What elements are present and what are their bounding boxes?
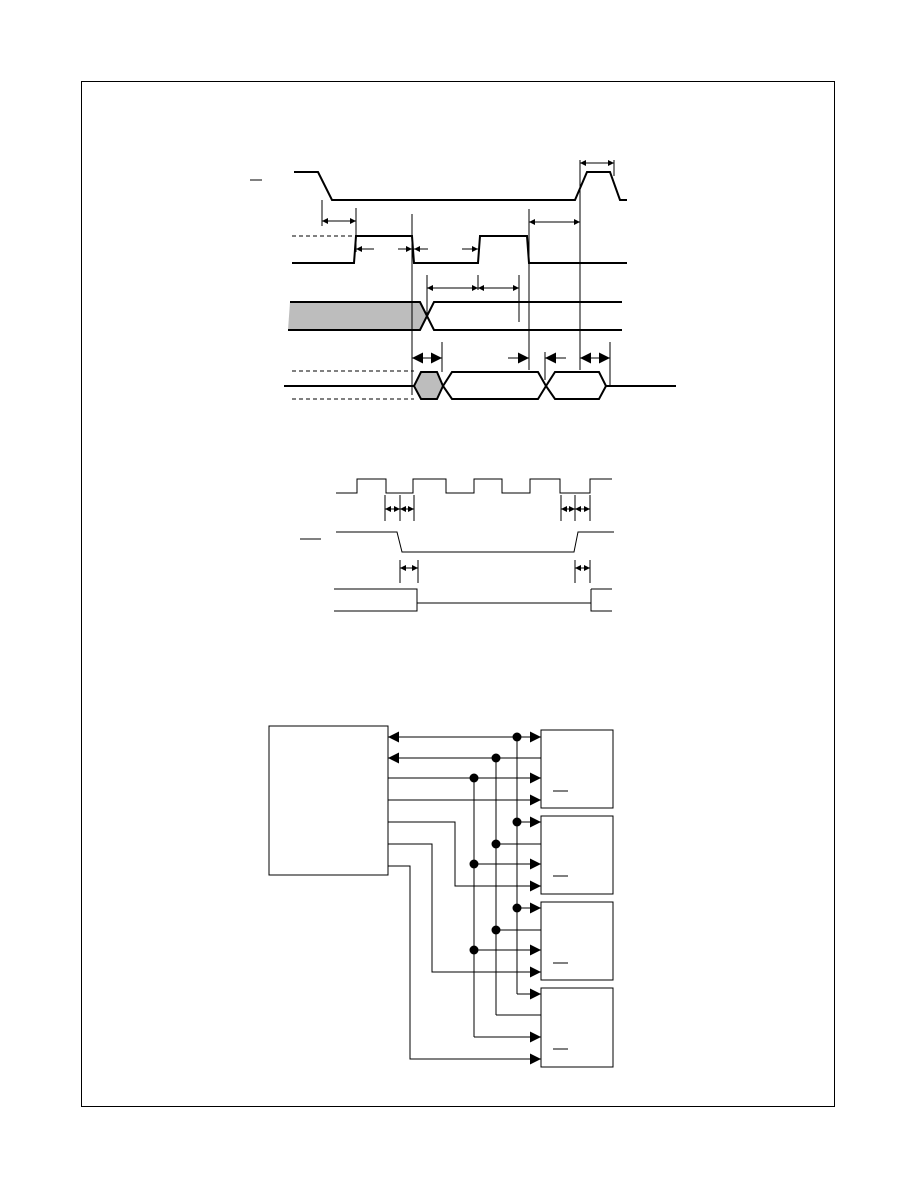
waveform-chip-select [294, 171, 627, 201]
bus-line-select-3 [388, 843, 541, 978]
device-block-4 [540, 987, 614, 1068]
device-block-3 [540, 901, 614, 981]
timing-diagram-a [250, 160, 676, 400]
waveform-data-in-shaded [288, 302, 427, 330]
timing-diagram-b [300, 478, 614, 612]
timing-a-reference-lines [321, 160, 615, 395]
device-block-2 [540, 815, 614, 895]
junction-dots [469, 732, 522, 955]
device-overbars [553, 790, 568, 1050]
device-block-1 [540, 729, 614, 809]
waveform-select-b [336, 531, 614, 553]
figure-frame [81, 81, 835, 1107]
waveform-clock [292, 235, 627, 264]
waveform-clock-b [336, 478, 612, 494]
bus-line-select-4 [388, 865, 541, 1065]
do-valid-window-1 [441, 371, 548, 400]
do-valid-window-2 [544, 371, 608, 400]
connection-diagram [268, 725, 614, 1068]
do-transition-shaded [412, 371, 445, 400]
timing-b-arrows [385, 506, 590, 571]
timing-a-arrows [322, 160, 614, 364]
controller-block [268, 725, 389, 876]
waveform-data-b [334, 588, 612, 612]
bus-line-select-2 [388, 821, 541, 892]
